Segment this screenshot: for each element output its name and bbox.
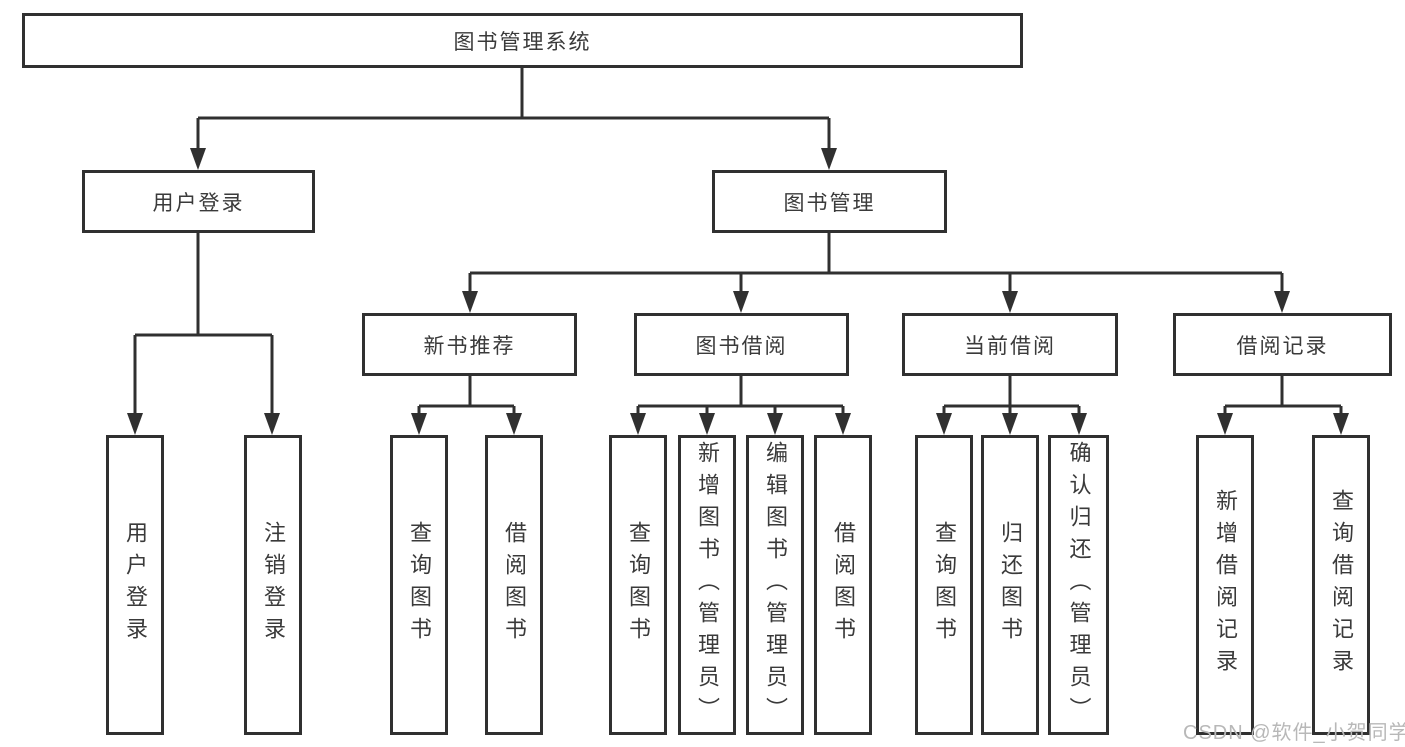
node-library-management-system: 图书管理系统 [22,13,1023,68]
node-borrowing-records-label: 借阅记录 [1236,334,1329,358]
arrow-icon [506,413,522,435]
leaf-label: 查询图书 [932,521,957,649]
connector-userlogin-group [133,232,274,416]
node-book-management-label: 图书管理 [783,191,876,215]
connector-borrow-group [636,376,845,416]
arrow-icon [127,413,143,435]
node-leaf-query-books-recommend: 查询图书 [390,435,448,735]
node-book-borrowing: 图书借阅 [634,313,849,376]
node-book-borrowing-label: 图书借阅 [695,334,788,358]
node-leaf-user-login: 用户登录 [106,435,164,735]
node-leaf-query-borrow-record: 查询借阅记录 [1312,435,1370,735]
arrow-icon [1333,413,1349,435]
connector-current-group [942,376,1081,416]
node-leaf-add-book-admin: 新增图书（管理员） [678,435,736,735]
arrowheads [127,148,1349,435]
leaf-label: 新增借阅记录 [1213,489,1238,681]
arrow-icon [630,413,646,435]
node-user-login-label: 用户登录 [152,191,245,215]
arrow-icon [699,413,715,435]
arrow-icon [1217,413,1233,435]
arrow-icon [936,413,952,435]
arrow-icon [733,291,749,313]
leaf-label: 借阅图书 [502,521,527,649]
connector-recommend-group [417,376,516,416]
connector-lines [133,68,1343,416]
leaf-label: 查询图书 [407,521,432,649]
node-leaf-borrow-books-borrowing: 借阅图书 [814,435,872,735]
arrow-icon [190,148,206,170]
node-new-book-recommend-label: 新书推荐 [423,334,516,358]
connector-record-group [1223,376,1343,416]
node-leaf-confirm-return-admin: 确认归还（管理员） [1048,435,1109,735]
leaf-label: 确认归还（管理员） [1066,441,1092,729]
node-book-management: 图书管理 [712,170,947,233]
node-library-management-system-label: 图书管理系统 [453,30,592,54]
node-user-login: 用户登录 [82,170,315,233]
arrow-icon [835,413,851,435]
node-new-book-recommend: 新书推荐 [362,313,577,376]
node-current-borrowing: 当前借阅 [902,313,1118,376]
csdn-watermark: CSDN @软件_小贺同学 [1183,722,1405,744]
node-leaf-edit-book-admin: 编辑图书（管理员） [746,435,804,735]
leaf-label: 借阅图书 [831,521,856,649]
leaf-label: 用户登录 [123,521,148,649]
leaf-label: 归还图书 [998,521,1023,649]
arrow-icon [462,291,478,313]
leaf-label: 注销登录 [261,521,286,649]
arrow-icon [264,413,280,435]
connector-management-to-level3 [468,233,1284,293]
node-leaf-borrow-books-recommend: 借阅图书 [485,435,543,735]
leaf-label: 编辑图书（管理员） [763,441,788,729]
node-borrowing-records: 借阅记录 [1173,313,1392,376]
leaf-label: 查询借阅记录 [1329,489,1354,681]
arrow-icon [1274,291,1290,313]
node-leaf-return-book: 归还图书 [981,435,1039,735]
node-leaf-logout: 注销登录 [244,435,302,735]
node-leaf-query-books-current: 查询图书 [915,435,973,735]
arrow-icon [767,413,783,435]
leaf-label: 新增图书（管理员） [695,441,720,729]
arrow-icon [1071,413,1087,435]
node-leaf-add-borrow-record: 新增借阅记录 [1196,435,1254,735]
arrow-icon [1002,413,1018,435]
arrow-icon [821,148,837,170]
arrow-icon [411,413,427,435]
leaf-label: 查询图书 [626,521,651,649]
arrow-icon [1002,291,1018,313]
node-leaf-query-books-borrowing: 查询图书 [609,435,667,735]
connector-root-to-level2 [196,68,831,150]
node-current-borrowing-label: 当前借阅 [964,334,1056,358]
